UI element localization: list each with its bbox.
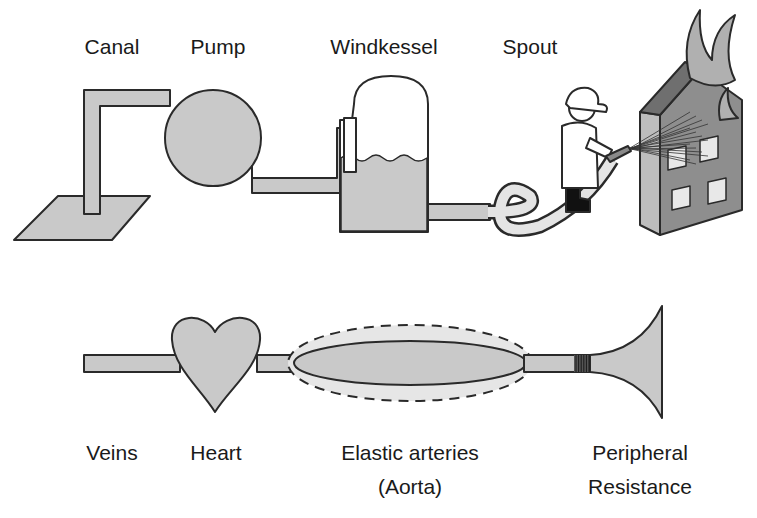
flame-window — [719, 88, 738, 120]
spray-line — [630, 124, 708, 149]
windkessel-inlet-tube — [344, 118, 356, 172]
flames — [687, 10, 735, 86]
hatch-line — [576, 355, 577, 372]
heart-shape — [172, 318, 260, 412]
resistance-hatching — [576, 355, 589, 372]
hatch-line — [583, 355, 584, 372]
intake-pipe — [84, 90, 170, 214]
hatch-line — [589, 355, 590, 372]
water-spray — [630, 112, 708, 164]
spray-line — [631, 128, 690, 148]
model-label: Spout — [470, 30, 590, 64]
spray-line — [632, 149, 708, 156]
outflow-tube — [524, 355, 590, 372]
firefighter-body — [562, 122, 598, 188]
anatomy-label: Peripheral Resistance — [573, 436, 707, 504]
model-label: Windkessel — [299, 30, 469, 64]
hose-nozzle — [606, 146, 631, 162]
hatch-line — [578, 355, 579, 372]
spray-line — [631, 116, 696, 149]
windkessel-vessel — [340, 76, 428, 232]
distended-aorta — [288, 325, 532, 401]
model-label: Canal — [32, 30, 192, 64]
spray-line — [631, 140, 708, 149]
firefighter-boots — [566, 186, 590, 212]
canal-basin — [14, 196, 150, 240]
spray-line — [630, 148, 690, 160]
model-label: Pump — [138, 30, 298, 64]
pump-pipe — [252, 128, 351, 193]
hatch-line — [586, 355, 587, 372]
spray-line — [631, 149, 696, 164]
house-side — [640, 112, 660, 235]
peripheral-flare — [590, 306, 662, 418]
circulation-analogy — [84, 306, 662, 418]
hatch-line — [581, 355, 582, 372]
house-windows — [668, 136, 726, 210]
firefighter-helmet — [566, 88, 607, 112]
aorta — [294, 341, 526, 385]
pump-circle — [165, 90, 261, 186]
resistance-band — [574, 355, 590, 372]
outlet-pipe — [428, 204, 490, 220]
windkessel-illustration — [14, 10, 742, 240]
spray-line — [632, 120, 702, 148]
anatomy-label: Elastic arteries (Aorta) — [320, 436, 500, 504]
veins-tube — [84, 355, 180, 372]
spray-line — [632, 144, 690, 148]
anatomy-label: Heart — [151, 436, 281, 470]
anatomy-label: Veins — [47, 436, 177, 470]
